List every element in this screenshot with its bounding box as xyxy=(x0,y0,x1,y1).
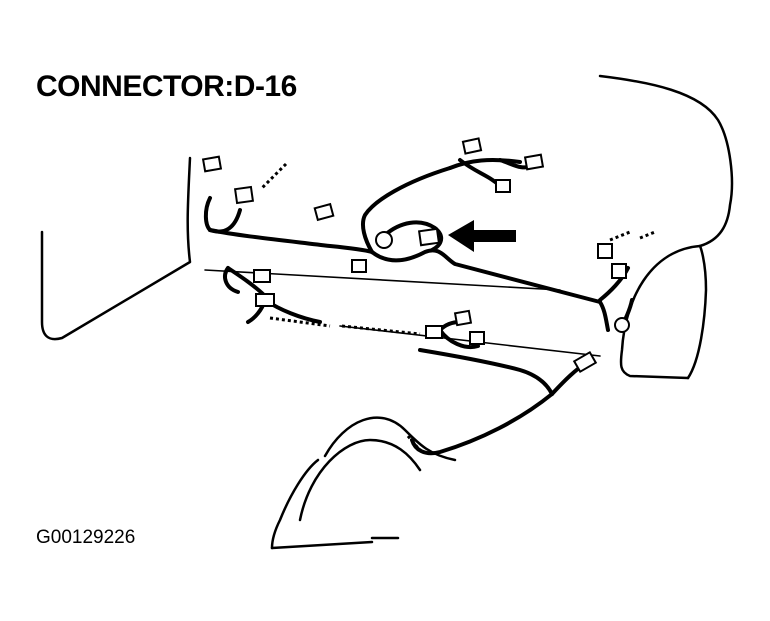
pointer-arrow xyxy=(448,220,516,252)
connector xyxy=(255,293,275,307)
diagram-title: CONNECTOR:D-16 xyxy=(36,70,297,103)
connector xyxy=(253,269,271,283)
connector xyxy=(425,325,443,339)
connector xyxy=(201,155,223,173)
grommet xyxy=(375,231,393,249)
connector xyxy=(611,263,627,279)
figure-id: G00129226 xyxy=(36,527,136,548)
connector xyxy=(572,350,598,374)
connector xyxy=(313,202,335,222)
connector xyxy=(453,309,473,327)
connector xyxy=(233,185,255,205)
connector xyxy=(351,259,367,273)
connector xyxy=(597,243,613,259)
connectors xyxy=(201,137,630,374)
connector xyxy=(523,153,545,171)
grommet xyxy=(614,317,630,333)
connector xyxy=(469,331,485,345)
corrugated-tube xyxy=(260,162,656,449)
connector-d16 xyxy=(417,227,441,247)
connector xyxy=(461,137,483,155)
connector xyxy=(495,179,511,193)
